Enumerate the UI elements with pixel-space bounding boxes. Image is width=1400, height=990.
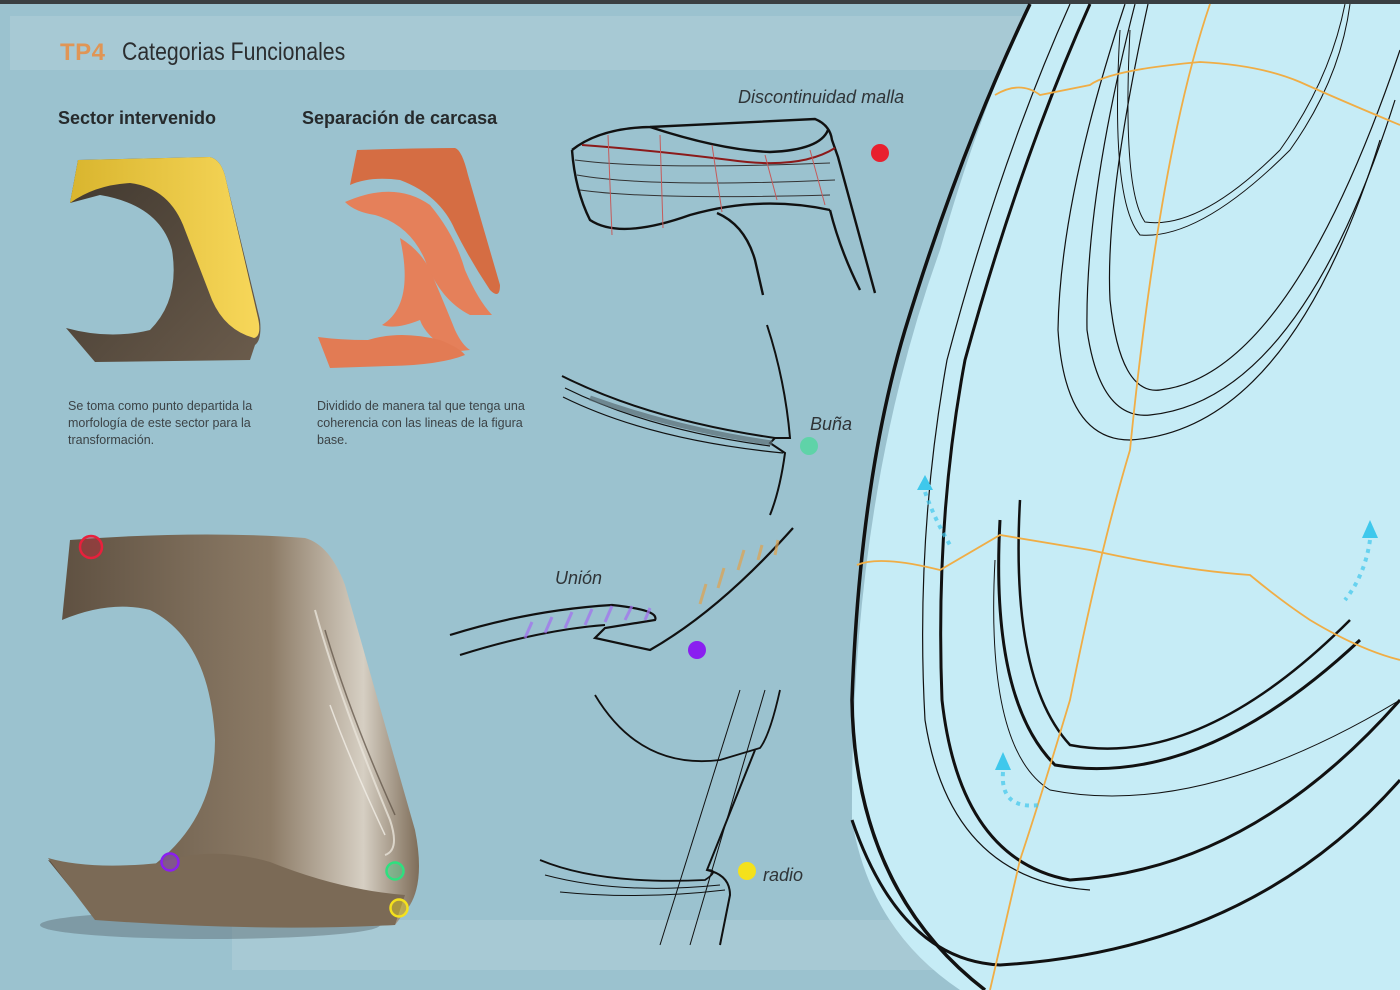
top-border	[0, 0, 1400, 4]
marker-union	[160, 852, 180, 872]
dot-radio	[738, 862, 756, 880]
sketch-discontinuidad-malla	[570, 117, 877, 296]
section-description-sector: Se toma como punto departida la morfolog…	[68, 399, 253, 447]
page-title: Categorias Funcionales	[121, 38, 345, 66]
page-header: TP4 Categorias Funcionales	[60, 38, 384, 67]
section-description-separacion: Dividido de manera tal que tenga una coh…	[317, 399, 525, 447]
label-radio: radio	[763, 865, 804, 885]
section-title-separacion: Separación de carcasa	[302, 108, 498, 128]
sketch-radio	[539, 689, 781, 946]
section-title-sector: Sector intervenido	[58, 108, 217, 128]
dot-discontinuidad	[871, 144, 889, 162]
label-discontinuidad-malla: Discontinuidad malla	[738, 87, 905, 107]
dot-union	[688, 641, 706, 659]
marker-discontinuidad	[78, 534, 104, 560]
label-union: Unión	[555, 568, 603, 588]
marker-radio	[389, 898, 409, 918]
dot-buna	[800, 437, 818, 455]
project-code: TP4	[60, 39, 106, 66]
sketch-union	[449, 527, 794, 656]
sketch-buna	[561, 324, 792, 516]
flow-arrows	[917, 475, 1378, 808]
label-buna: Buña	[810, 414, 853, 434]
marker-buna	[385, 861, 405, 881]
